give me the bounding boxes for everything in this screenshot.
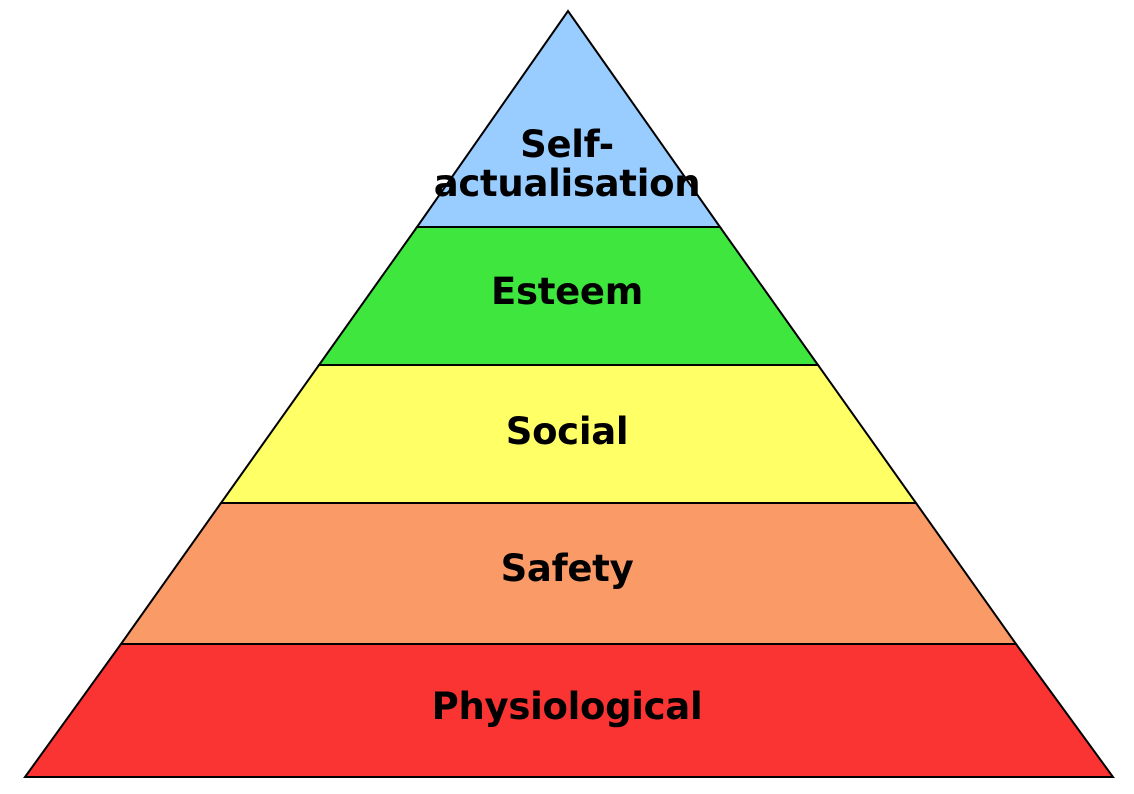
- tier-shape-physiological[interactable]: [23, 643, 1115, 778]
- tier-shape-social[interactable]: [219, 364, 918, 504]
- tier-shape-self-actualisation[interactable]: [415, 9, 722, 228]
- tier-shape-safety[interactable]: [119, 502, 1018, 645]
